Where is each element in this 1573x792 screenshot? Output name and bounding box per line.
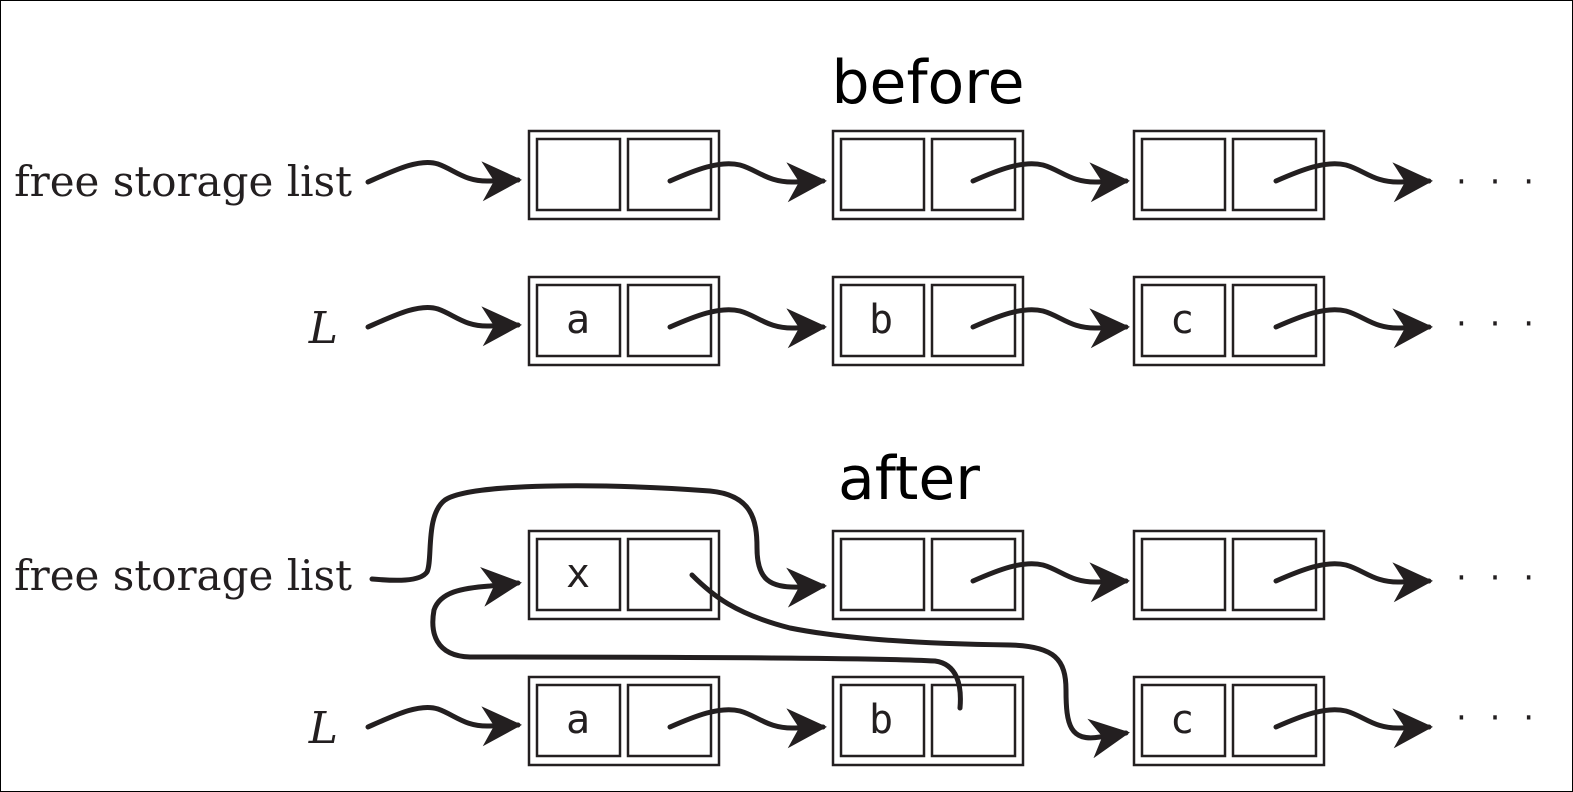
cell-value-c: c bbox=[1170, 697, 1194, 743]
cell-value-c: c bbox=[1170, 297, 1194, 343]
free-storage-label-before: free storage list bbox=[14, 157, 352, 206]
cell-value-a: a bbox=[566, 297, 590, 343]
pointer-arrow bbox=[365, 304, 522, 347]
cons-cell-free-2-after bbox=[831, 529, 1025, 621]
pointer-arrow bbox=[365, 159, 522, 202]
cons-cell-b-before: b bbox=[831, 275, 1025, 367]
cons-cell-free-2-before bbox=[831, 129, 1025, 221]
pointer-arrow bbox=[1273, 707, 1433, 749]
cons-cell-c-before: c bbox=[1132, 275, 1326, 367]
cons-cell-x-after: x bbox=[527, 529, 721, 621]
pointer-arrow bbox=[1273, 307, 1433, 349]
list-var-label-before: L bbox=[308, 303, 338, 354]
cons-cell-a-before: a bbox=[527, 275, 721, 367]
list-var-label-after: L bbox=[308, 703, 338, 754]
cell-value-b: b bbox=[869, 297, 893, 343]
cons-cell-b-after: b bbox=[831, 675, 1025, 767]
list-continuation-ellipsis: · · · bbox=[1456, 698, 1540, 738]
pointer-arrow bbox=[970, 561, 1130, 603]
pointer-arrow bbox=[369, 483, 827, 608]
pointer-arrow bbox=[970, 161, 1130, 203]
pointer-arrow bbox=[667, 161, 827, 203]
pointer-arrow bbox=[365, 704, 522, 747]
pointer-arrow bbox=[667, 707, 827, 749]
cell-value-x: x bbox=[566, 551, 590, 597]
free-storage-label-after: free storage list bbox=[14, 551, 352, 600]
after-title: after bbox=[838, 444, 980, 514]
pointer-arrow bbox=[430, 566, 963, 711]
cons-cell-free-1-before bbox=[527, 129, 721, 221]
cell-value-a: a bbox=[566, 697, 590, 743]
list-continuation-ellipsis: · · · bbox=[1456, 162, 1540, 202]
pointer-arrow bbox=[667, 307, 827, 349]
before-title: before bbox=[831, 48, 1024, 118]
pointer-arrow bbox=[689, 572, 1130, 759]
cell-value-b: b bbox=[869, 697, 893, 743]
pointer-arrow bbox=[970, 307, 1130, 349]
pointer-arrow bbox=[1273, 561, 1433, 603]
list-continuation-ellipsis: · · · bbox=[1456, 304, 1540, 344]
list-continuation-ellipsis: · · · bbox=[1456, 558, 1540, 598]
pointer-arrow bbox=[1273, 161, 1433, 203]
